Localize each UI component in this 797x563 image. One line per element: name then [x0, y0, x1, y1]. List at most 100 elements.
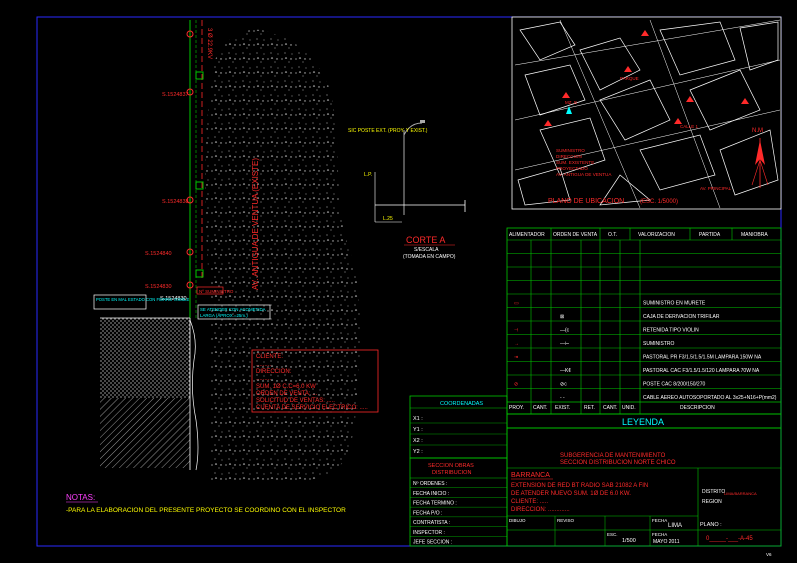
- client-box: [251, 349, 379, 413]
- svg-text:(TOMADA EN CAMPO): (TOMADA EN CAMPO): [403, 254, 456, 260]
- svg-text:CANT.: CANT.: [533, 405, 547, 411]
- svg-text:SE ATENDER CON ACOMETIDA: SE ATENDER CON ACOMETIDA: [200, 307, 266, 312]
- svg-text:FECHA: FECHA: [652, 518, 667, 523]
- svg-text:.........: .........: [256, 376, 271, 382]
- svg-text:DE ATENDER NUEVO SUM. 1Ø DE 6.: DE ATENDER NUEVO SUM. 1Ø DE 6.0 KW.: [511, 491, 631, 497]
- svg-text:REVISO: REVISO: [557, 518, 575, 523]
- svg-text:SECCION OBRAS: SECCION OBRAS: [428, 463, 474, 469]
- terrain-area: [205, 29, 360, 480]
- svg-text:CANT.: CANT.: [603, 405, 617, 411]
- section-row: Nº ORDENES :: [413, 481, 447, 487]
- table-cell: POSTE CAC 8/200/150/270: [643, 382, 705, 388]
- svg-text:Y2 :: Y2 :: [413, 449, 423, 455]
- client-lines: CLIENTE: ......... DIRECCION: ......... …: [256, 354, 368, 411]
- pole-marker: [186, 30, 204, 289]
- svg-text:S/ESCALA: S/ESCALA: [414, 247, 439, 253]
- svg-text:CLIENTE:: CLIENTE:: [256, 354, 283, 360]
- svg-text:COORDENADAS: COORDENADAS: [440, 401, 483, 407]
- location-map: PARQUE MZ. B CALLE 1 AV. PRINCIPAL SUMIN…: [511, 16, 782, 210]
- svg-text:SUMINISTRO: SUMINISTRO: [556, 148, 585, 153]
- coordinates-box: COORDENADAS X1 : Y1 : X2 : Y2 :: [409, 395, 508, 459]
- svg-text:PLANO :: PLANO :: [700, 522, 722, 528]
- district: BARRANCA: [511, 472, 550, 479]
- suministro-tag: Nº SUMINISTRO: [199, 289, 234, 294]
- corte-a-detail: SIC POSTE EXT. (PROY. Y EXIST.) L.P. L.2…: [348, 120, 466, 260]
- table-cell: PASTORAL CAC F3/1.5/1.5/120 LAMPARA 70W …: [643, 368, 760, 374]
- section-row: FECHA INICIO :: [413, 491, 449, 497]
- notes-title: NOTAS:: [66, 493, 95, 502]
- svg-text:Y1 :: Y1 :: [413, 427, 423, 433]
- svg-text:LIMA: LIMA: [668, 523, 682, 529]
- notes-text: -PARA LA ELABORACION DEL PRESENTE PROYEC…: [66, 507, 346, 514]
- table-cell: ⊣: [514, 328, 518, 334]
- svg-text:SUM. EXISTENTE: SUM. EXISTENTE: [556, 160, 594, 165]
- table-cell: RETENIDA TIPO VIOLIN: [643, 328, 699, 334]
- svg-text:ORDEN DE VENTA: ORDEN DE VENTA: [553, 232, 598, 238]
- section-row: FECHA TERMINO :: [413, 501, 457, 507]
- street-name: AV. ANTIGUA DE VENTUA (EXISTE): [251, 158, 260, 290]
- table-cell: —(c: [560, 328, 570, 334]
- svg-text:ALIMENTADOR: ALIMENTADOR: [509, 232, 545, 238]
- box-left: [93, 294, 147, 310]
- table-cell: - -: [560, 395, 565, 401]
- table-cell: ⊘: [514, 382, 518, 388]
- svg-text:MZ. B: MZ. B: [565, 100, 577, 105]
- svg-text:DIRECCION: .............: DIRECCION: .............: [511, 507, 570, 513]
- svg-text:1/500: 1/500: [622, 538, 636, 544]
- table-cell: CABLE AEREO AUTOSOPORTADO AL 3x25+N16+P(…: [643, 395, 777, 401]
- corner-tag: V6: [766, 552, 772, 557]
- line-label: S.1524838: [162, 199, 189, 205]
- svg-text:EXTENSION DE RED BT RADIO SAB: EXTENSION DE RED BT RADIO SAB 21082 A FI…: [511, 483, 648, 489]
- svg-text:CLIENTE: .....: CLIENTE: .....: [511, 499, 548, 505]
- table-cell: ⊠: [560, 314, 564, 320]
- box-attend: [197, 304, 271, 320]
- section-row: CONTRATISTA :: [413, 520, 450, 526]
- svg-text:SUM. 1Ø C.C=6.0 KW: SUM. 1Ø C.C=6.0 KW: [256, 384, 316, 390]
- svg-text:UNID.: UNID.: [622, 405, 636, 411]
- svg-text:L.25: L.25: [383, 216, 393, 222]
- line-label: S.1524837: [162, 92, 189, 98]
- line-label-voltage: 3 Ø 22.9KV: [206, 28, 212, 59]
- svg-text:X2 :: X2 :: [413, 438, 423, 444]
- svg-text:DIRECCION:: DIRECCION:: [256, 369, 292, 375]
- table-cell: ⇥: [514, 355, 518, 361]
- table-cell: SUMINISTRO: [643, 341, 675, 347]
- svg-text:AV. PRINCIPAL: AV. PRINCIPAL: [700, 186, 732, 191]
- building-block: [100, 318, 190, 398]
- svg-text:ORDEN DE VENTA: ...: ORDEN DE VENTA: ...: [256, 391, 318, 397]
- svg-text:0_____-___-A-45: 0_____-___-A-45: [706, 536, 753, 542]
- svg-text:L.P.: L.P.: [364, 172, 372, 178]
- svg-text:MANIOBRA: MANIOBRA: [741, 232, 768, 238]
- materials-table: ALIMENTADOR ORDEN DE VENTA O.T. VALORIZA…: [506, 227, 782, 429]
- svg-text:EXIST.: EXIST.: [555, 405, 570, 411]
- map-title: PLANO DE UBICACION: [548, 198, 624, 205]
- svg-text:LIMA/BARRANCA: LIMA/BARRANCA: [724, 491, 757, 496]
- svg-text:X1 :: X1 :: [413, 416, 423, 422]
- svg-text:CALLE 1: CALLE 1: [680, 124, 699, 129]
- svg-text:VALORIZACION: VALORIZACION: [638, 232, 675, 238]
- section-row: JEFE SECCION :: [413, 540, 452, 546]
- corte-title: CORTE A: [406, 235, 445, 245]
- table-cell: ▭: [514, 301, 519, 307]
- svg-text:LARGA (APROX.=25m.): LARGA (APROX.=25m.): [200, 313, 248, 318]
- line-label: S.1524830: [145, 284, 172, 290]
- section-box: SECCION OBRAS DISTRIBUCION Nº ORDENES : F…: [409, 457, 508, 547]
- svg-text:PARQUE: PARQUE: [620, 76, 639, 81]
- legend-title: LEYENDA: [622, 417, 664, 427]
- svg-text:CUENTA DE SERVICIO ELECTRICO:: CUENTA DE SERVICIO ELECTRICO: .....: [256, 405, 368, 411]
- svg-text:SIC POSTE EXT. (PROY. Y EXIST.: SIC POSTE EXT. (PROY. Y EXIST.): [348, 128, 428, 134]
- map-scale: (ESC. 1/5000): [640, 199, 678, 205]
- svg-text:RET.: RET.: [584, 405, 595, 411]
- svg-text:.........: .........: [256, 362, 271, 368]
- table-cell: —K¢: [560, 368, 571, 374]
- table-cell: —⊢: [560, 340, 569, 347]
- svg-text:REGION: REGION: [702, 499, 722, 505]
- table-cell: →: [514, 341, 519, 347]
- table-cell: CAJA DE DERIVACION TRIFILAR: [643, 314, 720, 320]
- svg-text:DISTRIBUCION: DISTRIBUCION: [432, 470, 471, 476]
- table-cell: ⊘c: [560, 382, 567, 388]
- svg-text:FECHA: FECHA: [652, 532, 667, 537]
- svg-text:DIBUJO: DIBUJO: [509, 518, 526, 523]
- table-cell: PASTORAL PR F3/1.5/1.5/1.5M LAMPARA 150W…: [643, 355, 762, 361]
